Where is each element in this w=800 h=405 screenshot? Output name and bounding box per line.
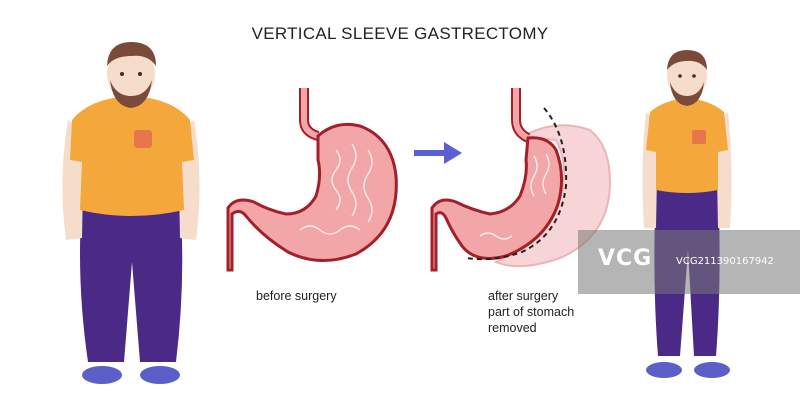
beard-before [110, 80, 152, 108]
stomach-before [226, 88, 398, 272]
head-after [667, 52, 707, 100]
caption-after-line-1: after surgery [488, 289, 559, 303]
caption-before: before surgery [256, 288, 337, 304]
watermark-logo: VCG [598, 246, 653, 271]
beard-after [670, 82, 704, 106]
pants-before [80, 200, 183, 362]
arrow-icon [414, 142, 462, 164]
shoe-right-after [694, 362, 730, 378]
head-before [107, 47, 155, 101]
shirt-before [70, 96, 194, 216]
hair-before [107, 42, 156, 66]
shoe-left-before [82, 366, 122, 384]
pocket-before [134, 130, 152, 148]
figure-after [642, 50, 732, 378]
hair-after [667, 50, 707, 70]
figure-before [62, 42, 200, 384]
cut-line [465, 107, 568, 261]
caption-after: after surgery part of stomach removed [488, 288, 574, 336]
watermark-box [578, 230, 800, 294]
caption-after-line-2: part of stomach [488, 305, 575, 319]
caption-before-text: before surgery [256, 289, 337, 303]
pants-after [654, 180, 720, 356]
shoe-left-after [646, 362, 682, 378]
pocket-after [692, 130, 706, 144]
shirt-after [646, 98, 728, 193]
caption-after-line-3: removed [488, 321, 537, 335]
watermark-id: VCG211390167942 [676, 256, 774, 267]
shoe-right-before [140, 366, 180, 384]
page-title: VERTICAL SLEEVE GASTRECTOMY [251, 24, 549, 43]
